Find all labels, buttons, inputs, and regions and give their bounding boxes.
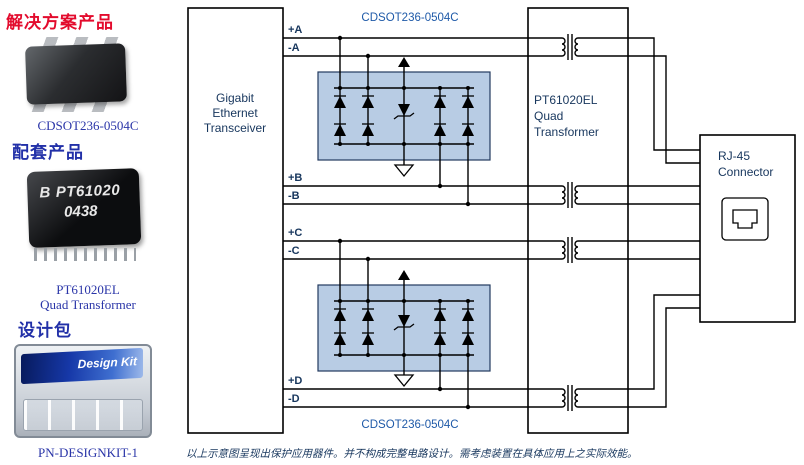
transceiver-label: Transceiver [204, 121, 266, 135]
rj45-label: RJ-45 [718, 149, 750, 163]
designkit-photo: Design Kit [14, 342, 152, 438]
signal-labels: +A -A +B -B +C -C +D -D [288, 24, 302, 405]
signal-label: +C [288, 227, 302, 239]
transformer-date-code: 0438 [63, 202, 98, 221]
transformer-coil-icon [561, 385, 579, 411]
transformer-part-label-line2: Quad Transformer [40, 297, 136, 312]
transformer-coil-icon [561, 182, 579, 208]
designkit-compartments [23, 399, 143, 431]
transformer-part-label: PT61020EL Quad Transformer [0, 282, 176, 312]
quad-transformer-box [527, 7, 629, 434]
quad-transformer-label: Quad [534, 109, 563, 123]
cdsot-chip-photo [20, 33, 136, 117]
tvs-top-circuit [333, 35, 475, 207]
signal-label: -D [288, 393, 300, 405]
solutions-heading: 解决方案产品 [6, 13, 114, 32]
ground-icon [394, 164, 414, 177]
quad-transformer-label: PT61020EL [534, 93, 598, 107]
designkit-lid: Design Kit [21, 347, 143, 385]
disclaimer-footnote: 以上示意图呈现出保护应用器件。并不构成完整电路设计。需考虑装置在具体应用上之实际… [186, 448, 638, 460]
tvs-part-label-bottom: CDSOT236-0504C [361, 419, 458, 431]
chip-body [25, 43, 127, 105]
brand-logo-icon: B [39, 184, 52, 202]
designkit-part-label: PN-DESIGNKIT-1 [38, 445, 138, 460]
output-wires [578, 37, 700, 408]
chip-part-label: CDSOT236-0504C [37, 118, 139, 133]
transformer-pins-icon [34, 248, 136, 261]
transceiver-label: Gigabit [216, 91, 255, 105]
signal-label: +A [288, 24, 302, 36]
companion-heading: 配套产品 [12, 143, 84, 162]
signal-label: -B [288, 190, 300, 202]
signal-wires [283, 37, 562, 408]
application-diagram: Gigabit Ethernet Transceiver PT61020EL Q… [187, 7, 796, 434]
transformer-coils [561, 34, 579, 411]
designkit-lid-label: Design Kit [77, 354, 137, 372]
designkit-heading: 设计包 [18, 321, 72, 340]
quad-transformer-label: Transformer [534, 125, 599, 139]
transformer-part-label-line1: PT61020EL [56, 282, 120, 297]
signal-label: -A [288, 42, 300, 54]
transformer-coil-icon [561, 237, 579, 263]
vcc-arrow-icon [398, 57, 410, 67]
transformer-coil-icon [561, 34, 579, 60]
ground-icon [394, 374, 414, 387]
tvs-bottom-circuit [333, 238, 475, 410]
signal-label: +B [288, 172, 302, 184]
rj45-label: Connector [718, 165, 773, 179]
signal-label: -C [288, 245, 300, 257]
rj45-jack-icon [721, 197, 769, 241]
vcc-arrow-icon [398, 270, 410, 280]
transformer-part-marking: PT61020 [55, 181, 121, 201]
transceiver-label: Ethernet [212, 106, 258, 120]
tvs-part-label-top: CDSOT236-0504C [361, 12, 458, 24]
signal-label: +D [288, 375, 302, 387]
transceiver-box [187, 7, 284, 434]
